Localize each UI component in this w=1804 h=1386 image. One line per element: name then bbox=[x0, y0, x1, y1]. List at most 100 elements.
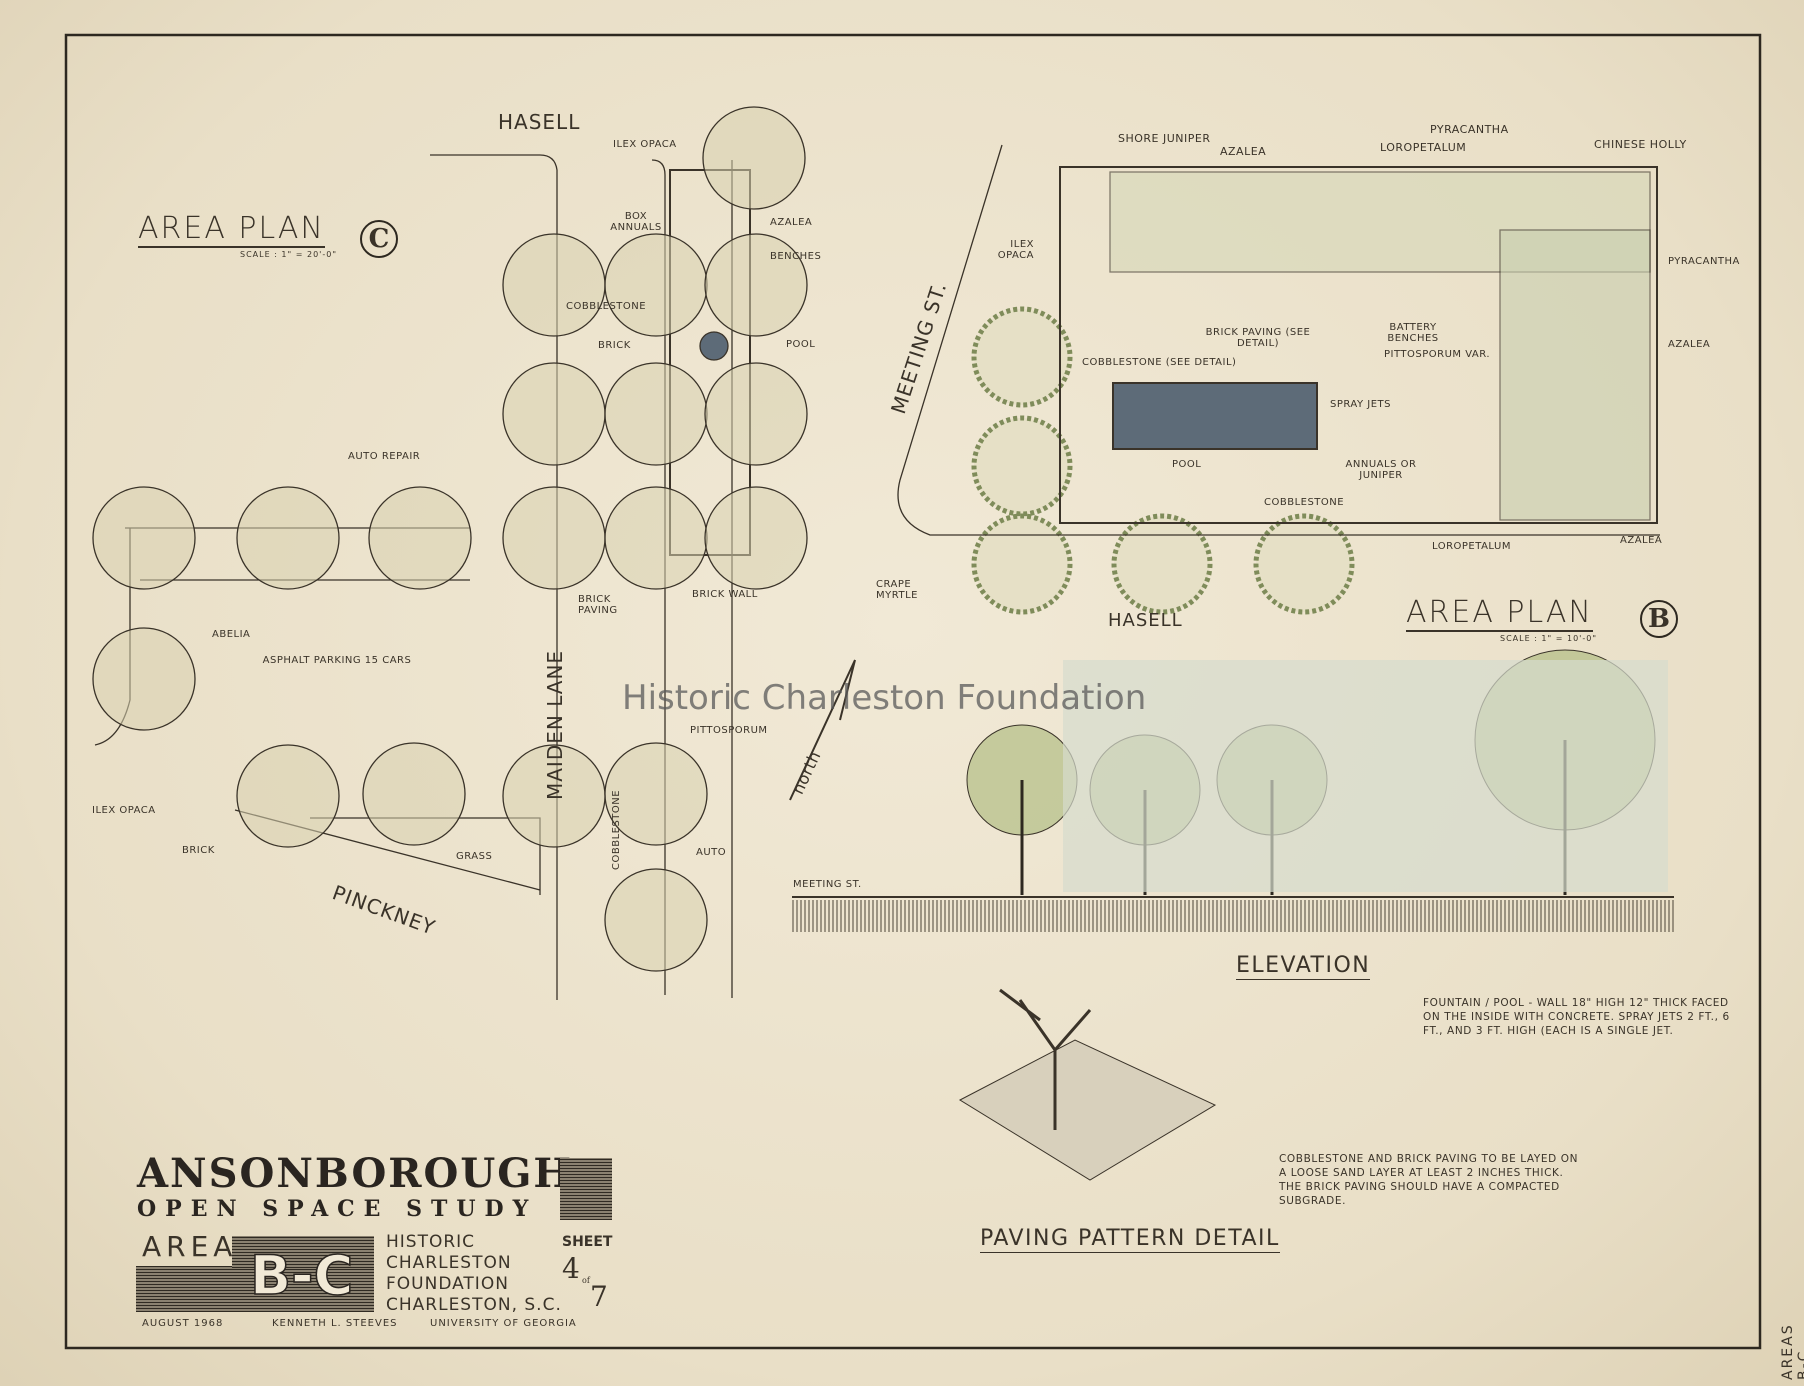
elevation-street-label: MEETING ST. bbox=[793, 879, 862, 890]
ilex-opaca-tree bbox=[604, 486, 708, 590]
ilex-opaca-tree bbox=[502, 362, 606, 466]
ilex-opaca-tree bbox=[604, 362, 708, 466]
organization: HISTORIC CHARLESTON FOUNDATION CHARLESTO… bbox=[386, 1232, 562, 1316]
plan-b-title: AREA PLAN bbox=[1406, 595, 1593, 632]
north-arrow bbox=[789, 659, 856, 801]
ilex-opaca-tree bbox=[604, 233, 708, 337]
label-pyracantha-right: PYRACANTHA bbox=[1668, 256, 1740, 267]
ilex-opaca-tree bbox=[502, 233, 606, 337]
school: UNIVERSITY OF GEORGIA bbox=[430, 1318, 577, 1329]
date: AUGUST 1968 bbox=[142, 1318, 224, 1329]
label-grass: GRASS bbox=[456, 851, 493, 862]
elevation-drawing bbox=[792, 660, 1674, 932]
ilex-opaca-tree bbox=[702, 106, 806, 210]
label-auto-repair: AUTO REPAIR bbox=[348, 451, 421, 462]
ilex-opaca-tree bbox=[604, 742, 708, 846]
sheet-number: 4 bbox=[562, 1252, 580, 1285]
area-hatch-block-top bbox=[232, 1236, 374, 1268]
plan-c-scale: SCALE : 1" = 20'-0" bbox=[240, 250, 338, 259]
pool-circle bbox=[699, 331, 729, 361]
ilex-opaca-tree bbox=[604, 868, 708, 972]
elevation-sky bbox=[1063, 660, 1668, 892]
label-azalea-bottom: AZALEA bbox=[1620, 535, 1663, 546]
garden-outline bbox=[1059, 166, 1658, 524]
paving-detail-title: PAVING PATTERN DETAIL bbox=[980, 1226, 1280, 1253]
label-azalea-top: AZALEA bbox=[1220, 145, 1267, 158]
label-brick: BRICK bbox=[598, 340, 631, 351]
crape-myrtle-tree bbox=[971, 513, 1073, 615]
meeting-street-line bbox=[897, 144, 1660, 536]
label-pittosporum: PITTOSPORUM bbox=[690, 725, 768, 736]
street-hasell-c: HASELL bbox=[498, 110, 581, 134]
label-cobblestone-lane: COBBLESTONE bbox=[611, 789, 622, 870]
watermark: Historic Charleston Foundation bbox=[622, 678, 1147, 718]
label-brick-wall: BRICK WALL bbox=[692, 589, 758, 600]
label-chinese-holly: CHINESE HOLLY bbox=[1594, 138, 1687, 151]
street-hasell-b: HASELL bbox=[1108, 610, 1183, 631]
ilex-opaca-tree bbox=[704, 486, 808, 590]
sheet-border bbox=[64, 33, 1762, 1350]
crape-myrtle-tree bbox=[971, 306, 1073, 408]
label-loropetalum-top: LOROPETALUM bbox=[1380, 141, 1467, 154]
crape-myrtle-tree bbox=[1253, 513, 1355, 615]
east-beds bbox=[1499, 229, 1651, 521]
ilex-opaca-tree bbox=[704, 233, 808, 337]
ilex-opaca-tree bbox=[368, 486, 472, 590]
label-pittosporum-b: PITTOSPORUM VAR. bbox=[1384, 349, 1491, 360]
area-plan-b-drawing bbox=[897, 144, 1660, 536]
org-line: CHARLESTON, S.C. bbox=[386, 1295, 562, 1315]
org-line: HISTORIC bbox=[386, 1232, 476, 1252]
label-brick-paving: BRICK PAVING bbox=[578, 594, 618, 616]
area-code: B-C bbox=[249, 1243, 354, 1308]
elevation-title: ELEVATION bbox=[1236, 953, 1371, 980]
plan-c-title: AREA PLAN bbox=[138, 211, 325, 248]
label-brick-2: BRICK bbox=[182, 845, 215, 856]
label-ilex-opaca-b: ILEX OPACA bbox=[997, 239, 1034, 261]
label-pool: POOL bbox=[786, 339, 816, 350]
label-ilex-opaca: ILEX OPACA bbox=[613, 139, 677, 150]
crape-myrtle-tree bbox=[971, 415, 1073, 517]
detail-tree bbox=[999, 988, 1092, 1130]
project-title: ANSONBOROUGH bbox=[137, 1150, 574, 1197]
crape-myrtle-tree bbox=[1111, 513, 1213, 615]
label-benches: BENCHES bbox=[770, 251, 822, 262]
project-subtitle: OPEN SPACE STUDY bbox=[137, 1196, 538, 1222]
paving-diamond bbox=[958, 1039, 1217, 1181]
org-line: CHARLESTON bbox=[386, 1253, 512, 1273]
label-shore-juniper: SHORE JUNIPER bbox=[1118, 132, 1211, 145]
label-ilex-opaca-2: ILEX OPACA bbox=[92, 805, 156, 816]
plan-b-scale: SCALE : 1" = 10'-0" bbox=[1500, 634, 1598, 643]
fountain-note: FOUNTAIN / POOL - WALL 18" HIGH 12" THIC… bbox=[1423, 997, 1730, 1037]
ilex-opaca-tree bbox=[236, 744, 340, 848]
sheet-of: of bbox=[582, 1276, 590, 1285]
label-cobblestone-detail: COBBLESTONE (SEE DETAIL) bbox=[1082, 357, 1237, 368]
title-hatch-block bbox=[560, 1158, 612, 1220]
label-asphalt-parking: ASPHALT PARKING 15 CARS bbox=[262, 655, 412, 666]
plan-b-badge: B bbox=[1640, 600, 1678, 638]
label-azalea: AZALEA bbox=[770, 217, 813, 228]
author: KENNETH L. STEEVES bbox=[272, 1318, 398, 1329]
pool bbox=[1112, 382, 1318, 450]
org-line: FOUNDATION bbox=[386, 1274, 509, 1294]
area-hatch-block bbox=[136, 1266, 374, 1312]
label-azalea-right: AZALEA bbox=[1668, 339, 1711, 350]
ilex-opaca-tree bbox=[92, 627, 196, 731]
ground-hatch bbox=[792, 900, 1674, 932]
label-loropetalum-bottom: LOROPETALUM bbox=[1432, 541, 1511, 552]
paving-note: COBBLESTONE AND BRICK PAVING TO BE LAYED… bbox=[1279, 1153, 1579, 1207]
label-pool-b: POOL bbox=[1172, 459, 1202, 470]
label-battery-benches: BATTERY BENCHES bbox=[1387, 322, 1439, 344]
area-label: AREA bbox=[142, 1230, 238, 1263]
label-pyracantha-top: PYRACANTHA bbox=[1430, 123, 1509, 136]
sheet-label: SHEET bbox=[562, 1234, 613, 1250]
side-sheet-label: AREAS B-C 4/7 bbox=[1780, 1323, 1804, 1380]
label-abelia: ABELIA bbox=[212, 629, 251, 640]
label-annuals-juniper: ANNUALS OR JUNIPER bbox=[1345, 459, 1417, 481]
paving-detail-drawing bbox=[958, 988, 1217, 1181]
street-maiden-lane: MAIDEN LANE bbox=[543, 649, 567, 800]
label-crape-myrtle: CRAPE MYRTLE bbox=[876, 579, 918, 601]
label-box-annuals: BOX ANNUALS bbox=[610, 211, 662, 233]
ilex-opaca-tree bbox=[92, 486, 196, 590]
ilex-opaca-tree bbox=[704, 362, 808, 466]
